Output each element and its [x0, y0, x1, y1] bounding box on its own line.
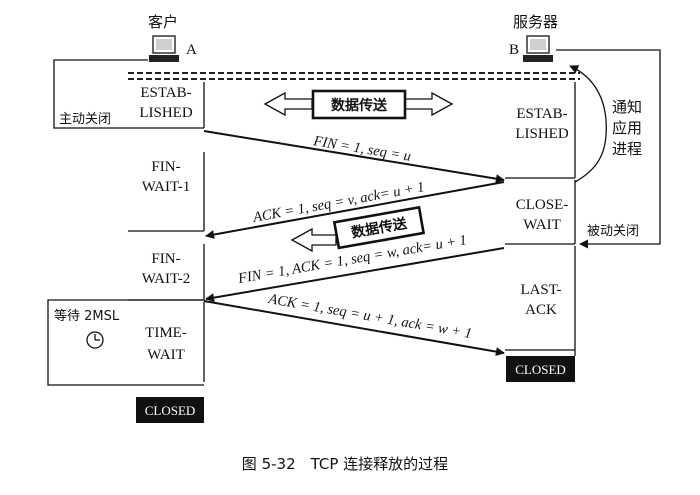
passive-close-label: 被动关闭: [587, 224, 639, 239]
figure-caption: 图 5-32 TCP 连接释放的过程: [242, 455, 448, 473]
server-title: 服务器: [513, 13, 558, 31]
active-close-label: 主动关闭: [59, 112, 111, 127]
notify-app-label-1: 通知: [612, 98, 642, 116]
message-arrow-ack-1: [205, 181, 505, 239]
clock-icon: [86, 331, 104, 349]
client-state-fin-wait-1-l1: FIN-: [151, 159, 180, 175]
notify-app-label-3: 进程: [612, 140, 642, 158]
server-closed-label: CLOSED: [515, 362, 566, 377]
client-state-fin-wait-2-l2: WAIT-2: [142, 271, 191, 287]
server-state-last-ack-l2: ACK: [525, 302, 557, 318]
client-state-established-l1: ESTAB-: [140, 85, 191, 101]
client-state-established-l2: LISHED: [139, 105, 192, 121]
data-transfer-one-way: 数据传送: [290, 205, 426, 253]
data-transfer-bidirectional: 数据传送: [263, 89, 454, 120]
client-host-label: A: [186, 42, 197, 58]
wait-2msl-label: 等待 2MSL: [54, 308, 120, 324]
server-state-last-ack-l1: LAST-: [520, 282, 561, 298]
client-closed-badge: CLOSED: [136, 397, 204, 423]
server-state-close-wait-l2: WAIT: [523, 217, 561, 233]
passive-close-bracket: [556, 49, 661, 249]
client-state-fin-wait-2-l1: FIN-: [151, 251, 180, 267]
active-close-bracket: [53, 59, 148, 129]
client-computer-icon: [149, 35, 179, 62]
client-state-time-wait-l1: TIME-: [145, 325, 187, 341]
notify-app-arrow: [569, 65, 607, 183]
server-state-close-wait-l1: CLOSE-: [516, 197, 569, 213]
message-arrow-fin-1: [203, 130, 505, 184]
wait-2msl-bracket: [47, 299, 204, 386]
client-title: 客户: [148, 13, 178, 31]
client-state-fin-wait-1-l2: WAIT-1: [142, 179, 191, 195]
server-closed-badge: CLOSED: [506, 356, 575, 382]
client-state-time-wait-l2: WAIT: [147, 347, 185, 363]
client-closed-label: CLOSED: [145, 403, 196, 418]
data-transfer-top-label: 数据传送: [331, 97, 388, 114]
message-label-fin-1: FIN = 1, seq = u: [311, 133, 412, 165]
message-arrow-ack-2: [203, 300, 505, 357]
notify-app-label-2: 应用: [612, 119, 642, 137]
server-state-established-l1: ESTAB-: [516, 106, 567, 122]
server-computer-icon: [523, 35, 553, 62]
message-arrow-fin-2: [205, 247, 505, 303]
server-state-established-l2: LISHED: [515, 126, 568, 142]
server-host-label: B: [509, 42, 519, 58]
